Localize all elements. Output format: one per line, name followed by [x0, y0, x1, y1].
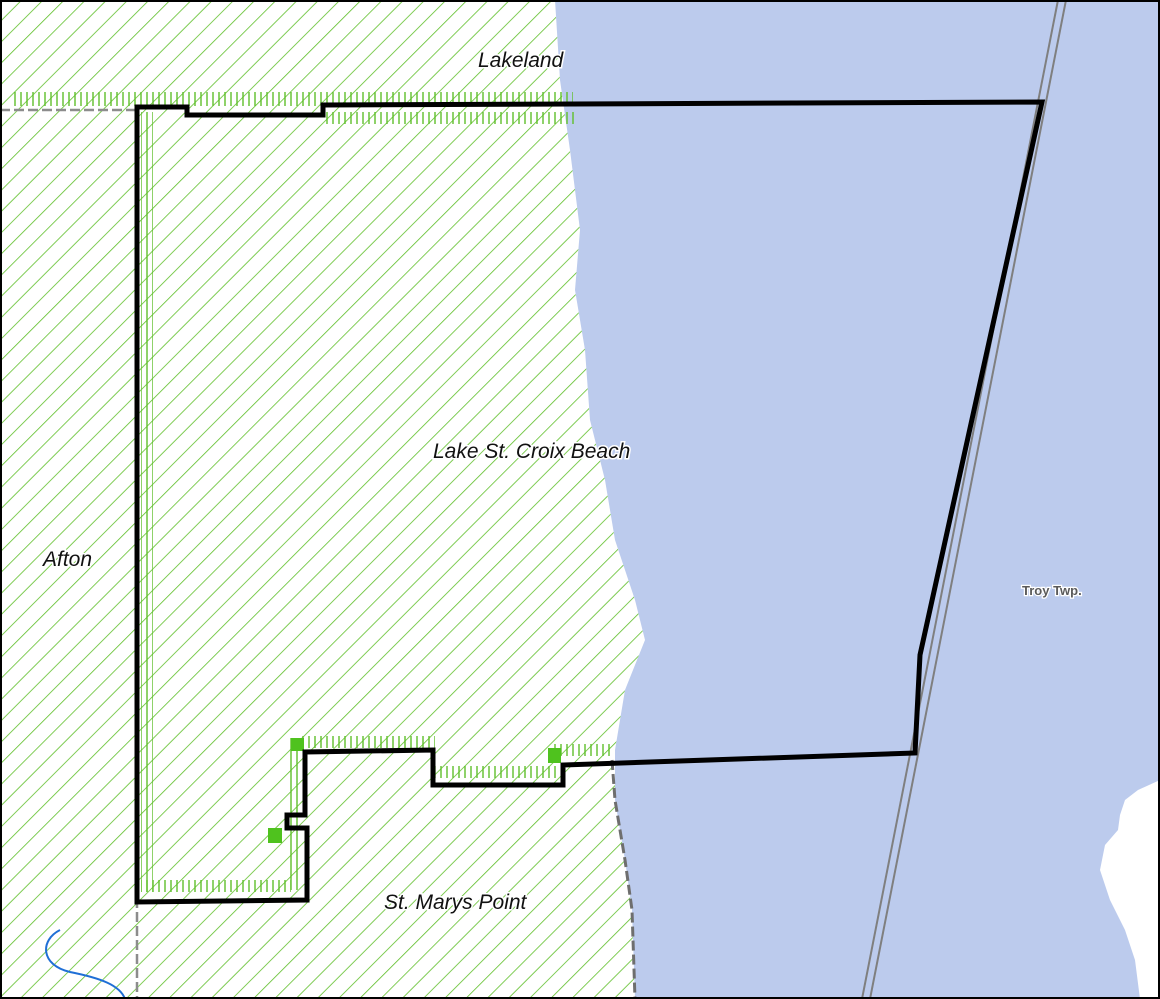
- land-island-right: [1100, 780, 1160, 999]
- zoning-markers: [268, 738, 561, 843]
- zoning-edge-ticks: [10, 92, 612, 892]
- label-st-marys-point: St. Marys Point: [384, 891, 528, 914]
- label-troy-twp: Troy Twp.: [1022, 583, 1082, 598]
- water-river: [555, 0, 1160, 999]
- label-lakeland: Lakeland: [478, 49, 565, 72]
- municipal-borders: [0, 108, 637, 999]
- city-boundary-lake-st-croix-beach[interactable]: [134, 99, 1046, 905]
- label-lake-st-croix-beach: Lake St. Croix Beach: [433, 440, 630, 463]
- land-hatched-area: [0, 0, 645, 999]
- stream: [45, 929, 126, 999]
- label-afton: Afton: [41, 548, 92, 571]
